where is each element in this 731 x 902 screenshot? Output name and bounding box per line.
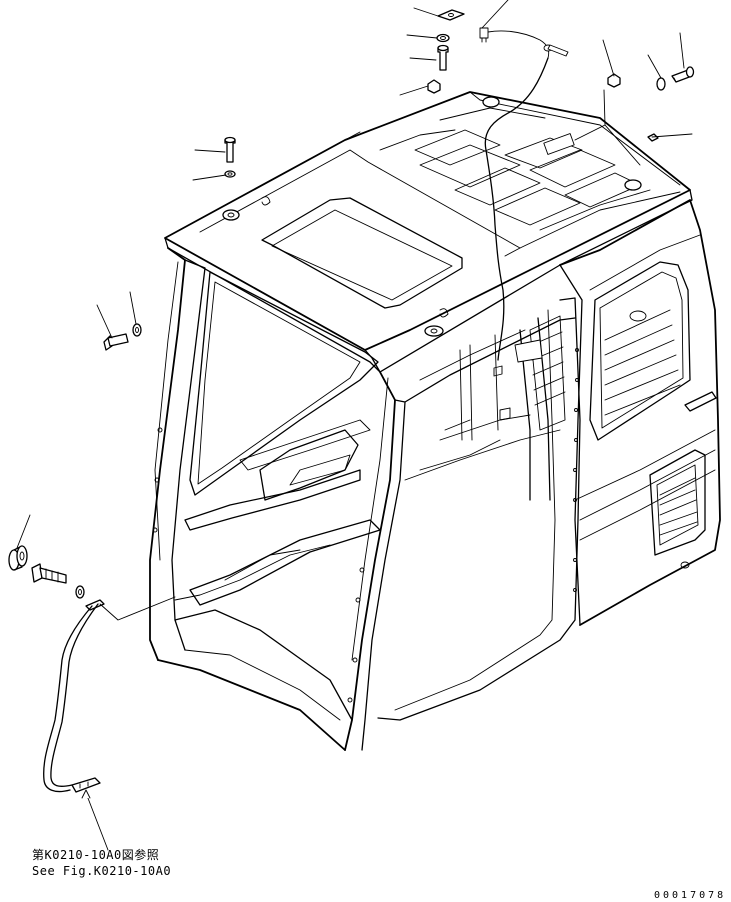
roof-window bbox=[261, 197, 463, 309]
top-right-hardware bbox=[607, 66, 695, 142]
top-hardware bbox=[427, 9, 569, 94]
serial-number: 00017078 bbox=[654, 890, 727, 901]
roof-left-bolts bbox=[224, 136, 236, 178]
handrail-rod bbox=[43, 599, 105, 793]
roof-mount-holes bbox=[222, 96, 642, 337]
leader-lines bbox=[16, 0, 693, 851]
wire-harness bbox=[484, 30, 553, 361]
pillar-rivets bbox=[152, 348, 579, 703]
reference-note-en: See Fig.K0210-10A0 bbox=[32, 864, 172, 878]
bushing-and-bolt bbox=[8, 545, 85, 599]
cab-front-frame bbox=[149, 247, 406, 751]
side-bolt-washer bbox=[103, 323, 142, 351]
cab-interior bbox=[377, 297, 581, 721]
cab-right-side bbox=[559, 199, 721, 626]
reference-note-jp: 第K0210-10A0図参照 bbox=[32, 848, 160, 862]
